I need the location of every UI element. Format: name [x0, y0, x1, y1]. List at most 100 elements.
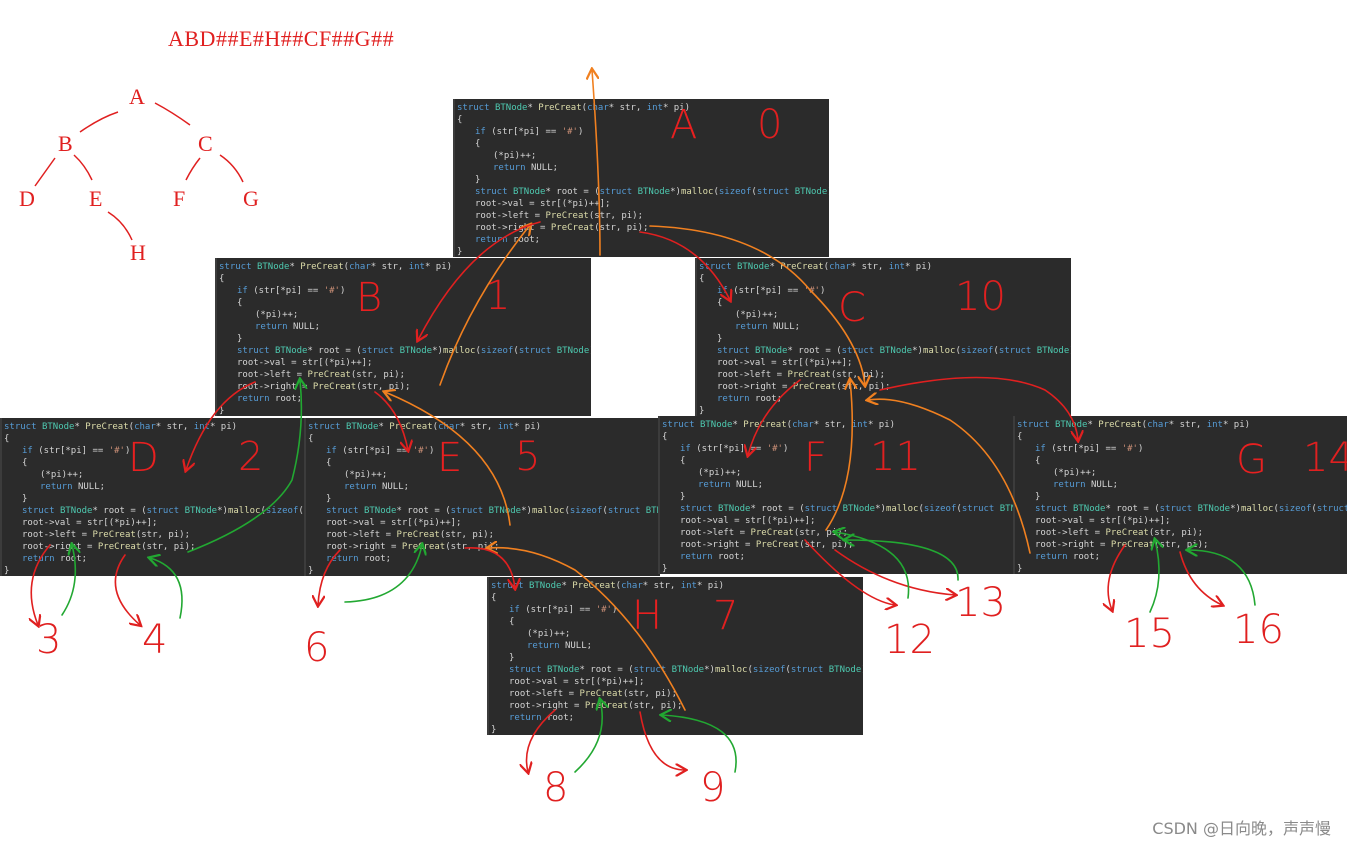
step-number-14: 14 [1303, 435, 1347, 481]
code-token: } [457, 247, 463, 257]
code-token: * str, [813, 420, 852, 430]
code-token: (*pi)++; [344, 470, 388, 480]
code-line: } [4, 493, 305, 505]
code-token: PreCreat [584, 701, 629, 711]
code-token: struct [509, 665, 547, 675]
code-token: * pi) [904, 262, 933, 272]
code-token: BTNode [717, 504, 751, 514]
code-token: BTNode [512, 187, 546, 197]
code-line: root->right = PreCreat(str, pi); [491, 700, 863, 712]
code-token: (str, pi); [439, 530, 494, 540]
code-token: * root = ( [92, 506, 147, 516]
code-token: BTNode [1036, 346, 1070, 356]
code-token: sizeof [480, 346, 514, 356]
code-token: if [717, 286, 734, 296]
code-token: struct [1035, 504, 1073, 514]
code-token: { [219, 274, 225, 284]
code-line: if (str[*pi] == '#') [219, 285, 591, 297]
code-token: * pi) [696, 581, 725, 591]
code-token: ( [128, 422, 135, 432]
code-line: } [1017, 563, 1347, 574]
code-token: NULL; [77, 482, 106, 492]
code-token: char [829, 262, 851, 272]
code-token: sizeof [718, 187, 752, 197]
code-token: root->right = [326, 542, 402, 552]
code-token: BTNode [274, 346, 308, 356]
code-token: (str, pi); [141, 542, 196, 552]
code-token: PreCreat [401, 542, 446, 552]
code-token: struct [790, 665, 829, 675]
code-token: root->val = str[(*pi)++]; [680, 516, 816, 526]
code-line: root->left = PreCreat(str, pi); [1017, 527, 1347, 539]
code-line: return root; [699, 393, 1071, 405]
code-token: sizeof [265, 506, 299, 516]
code-token: PreCreat [300, 262, 344, 272]
code-token: struct [662, 420, 700, 430]
code-token: * root = ( [787, 346, 842, 356]
code-token: * pi) [513, 422, 542, 432]
code-token: sizeof [569, 506, 603, 516]
code-token: BTNode [879, 346, 913, 356]
code-token: root->right = [509, 701, 585, 711]
code-token: return [509, 713, 547, 723]
code-token: (str, pi); [622, 689, 677, 699]
code-token: ) [782, 444, 789, 454]
code-token: * str, [1168, 420, 1207, 430]
step-number-2: 2 [238, 434, 264, 480]
code-token: int [888, 262, 905, 272]
code-token: { [457, 115, 463, 125]
code-token: return [680, 552, 718, 562]
code-token: malloc [1240, 504, 1274, 514]
code-line: } [308, 493, 660, 505]
code-token: char [349, 262, 371, 272]
code-token: ) [428, 446, 435, 456]
code-token: struct [599, 187, 638, 197]
code-token: ) [1137, 444, 1144, 454]
code-token: { [717, 298, 723, 308]
code-line: struct BTNode* PreCreat(char* str, int* … [308, 421, 660, 433]
code-token: (*pi)++; [735, 310, 779, 320]
code-token: BTNode [488, 506, 522, 516]
code-token: { [509, 617, 515, 627]
code-token: (str[*pi] == [342, 446, 413, 456]
code-token: if [237, 286, 254, 296]
code-token: (str[*pi] == [491, 127, 562, 137]
code-token: struct [457, 103, 495, 113]
code-token: return [326, 554, 364, 564]
code-token: ( [747, 665, 753, 675]
code-token: } [509, 653, 515, 663]
code-line: } [662, 491, 1014, 503]
code-token: ( [993, 346, 999, 356]
code-token: '#' [595, 605, 612, 615]
code-line: } [457, 246, 829, 257]
code-token: )); [827, 187, 829, 197]
code-token: if [326, 446, 343, 456]
code-panel-f: struct BTNode* PreCreat(char* str, int* … [658, 416, 1014, 574]
code-token: return [237, 394, 275, 404]
panel-label-g: G [1236, 437, 1273, 483]
code-token: } [22, 494, 28, 504]
code-token: if [509, 605, 526, 615]
code-token: )); [589, 346, 591, 356]
code-line: { [491, 592, 863, 604]
code-token: } [237, 334, 243, 344]
code-token: struct [841, 346, 880, 356]
code-token: PreCreat [550, 223, 595, 233]
code-token: (str[*pi] == [733, 286, 804, 296]
code-line: } [699, 405, 1071, 416]
code-line: (*pi)++; [308, 469, 660, 481]
code-token: { [237, 298, 243, 308]
code-token: (*pi)++; [698, 468, 742, 478]
code-token: struct [518, 346, 557, 356]
code-token: * str, [370, 262, 409, 272]
code-line: root->right = PreCreat(str, pi); [4, 541, 305, 553]
code-token: } [491, 725, 497, 735]
code-token: NULL; [381, 482, 410, 492]
code-token: struct [237, 346, 275, 356]
code-token: * root = ( [307, 346, 362, 356]
code-token: ) [611, 605, 618, 615]
code-line: if (str[*pi] == '#') [4, 445, 305, 457]
code-line: root->left = PreCreat(str, pi); [308, 529, 660, 541]
code-token: } [699, 406, 705, 416]
code-line: root->left = PreCreat(str, pi); [491, 688, 863, 700]
